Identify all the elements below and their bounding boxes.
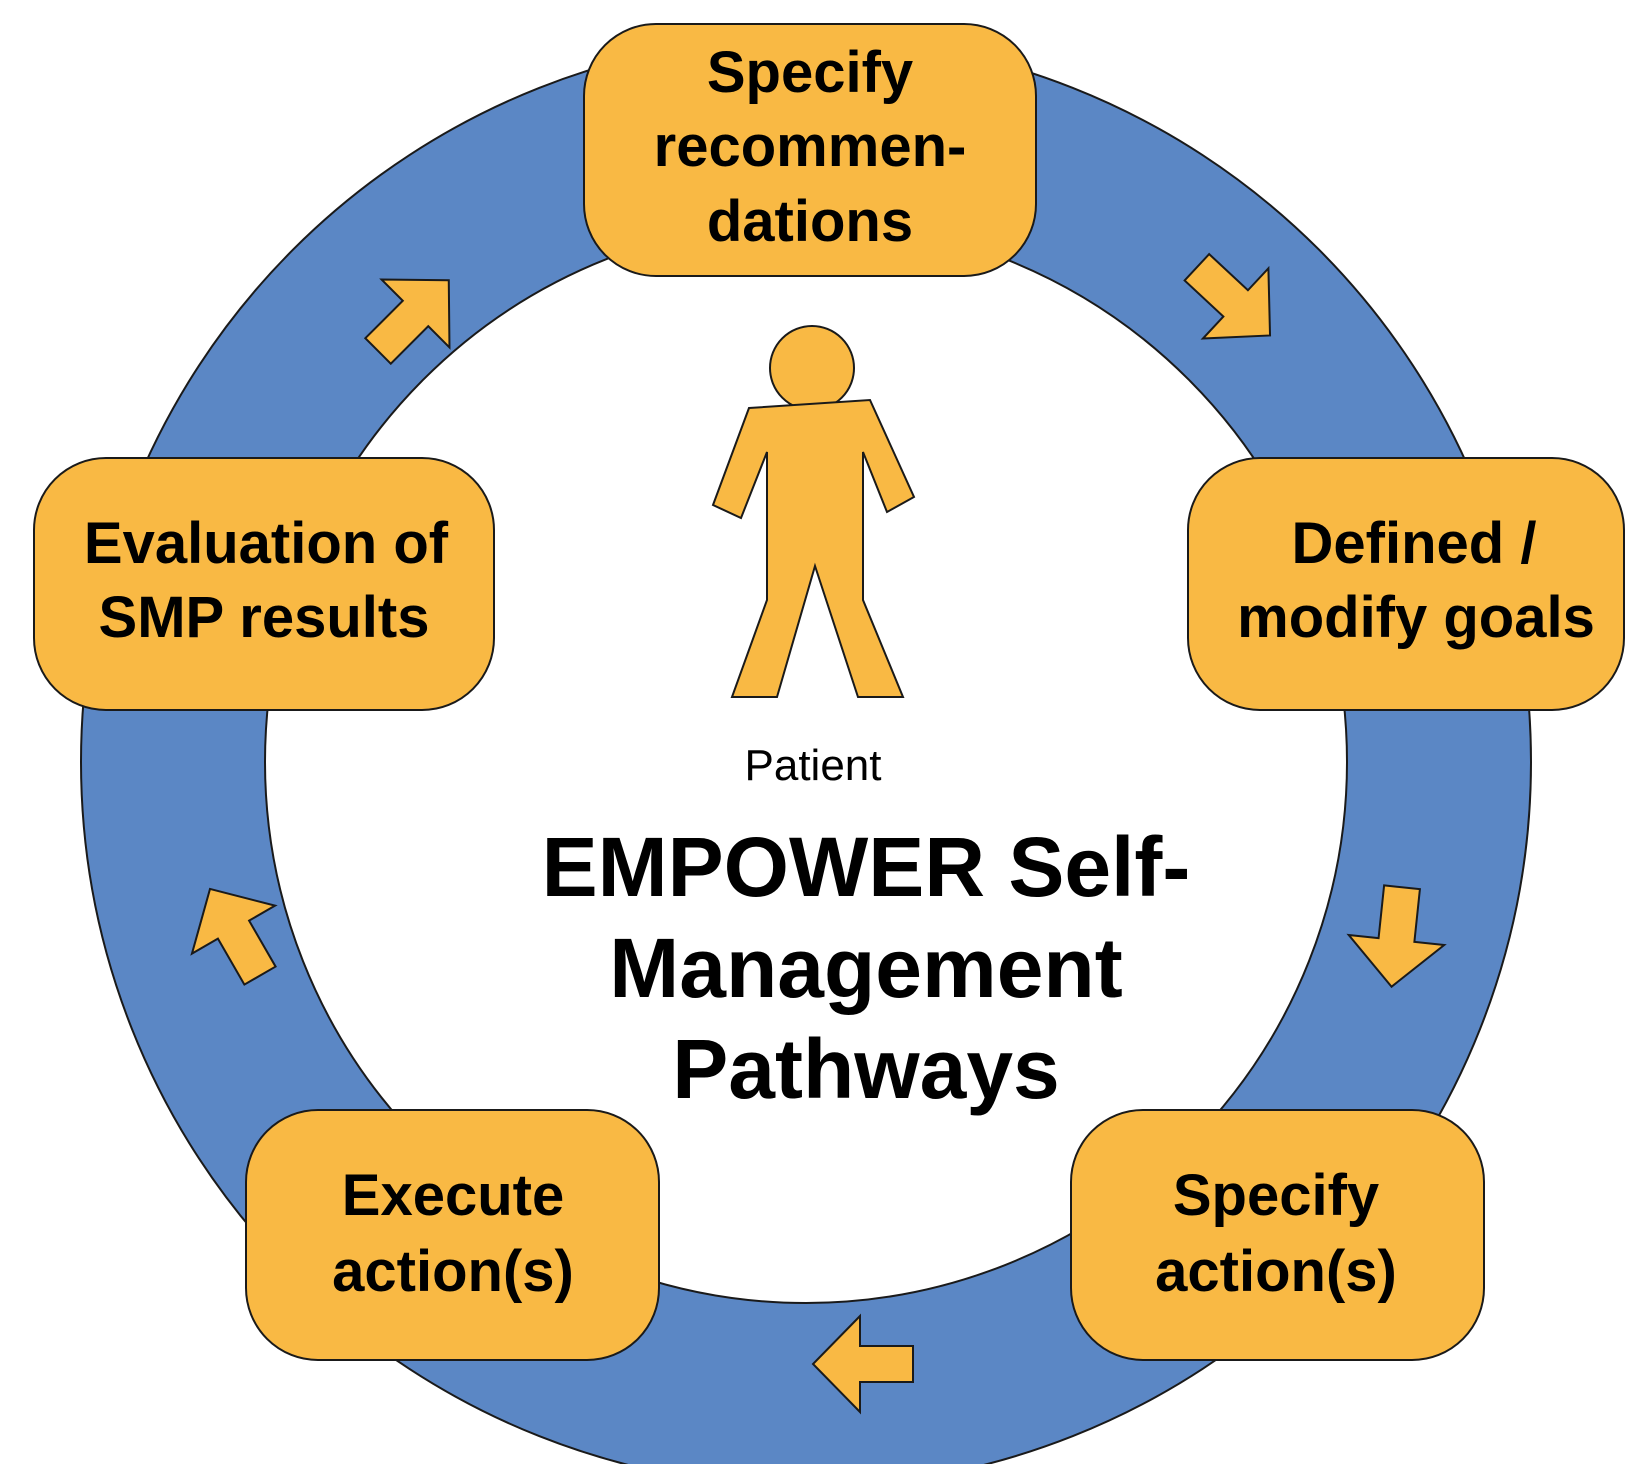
- arrow-icon: [1183, 252, 1272, 340]
- step-label-line: Defined /: [1292, 511, 1537, 576]
- figure-label: Patient: [745, 741, 882, 790]
- step-box-recommendations: Specify recommen- dations: [583, 23, 1037, 277]
- diagram-title-line-2: Management: [609, 921, 1122, 1015]
- step-label-line: Specify: [1173, 1163, 1379, 1228]
- step-box-specify-actions: Specify action(s): [1070, 1109, 1485, 1361]
- arrow-icon: [363, 278, 451, 366]
- step-label-line: action(s): [332, 1239, 574, 1304]
- step-box-evaluation: Evaluation of SMP results: [33, 457, 495, 711]
- diagram-title-line-3: Pathways: [672, 1022, 1060, 1116]
- step-label-line: Evaluation of: [84, 511, 449, 576]
- step-label-line: action(s): [1155, 1239, 1397, 1304]
- step-box-execute-actions: Execute action(s): [245, 1109, 660, 1361]
- step-box-goals: Defined / modify goals: [1187, 457, 1625, 711]
- step-label-line: Specify: [707, 40, 913, 105]
- arrow-icon: [190, 887, 278, 986]
- step-label-line: dations: [707, 189, 913, 254]
- step-label-line: SMP results: [99, 585, 430, 650]
- person-icon: [711, 325, 916, 698]
- step-label-line: recommen-: [654, 114, 967, 179]
- arrow-icon: [1346, 884, 1447, 989]
- step-label-line: modify goals: [1237, 585, 1595, 650]
- step-label-line: Execute: [342, 1163, 564, 1228]
- diagram-title-line-1: EMPOWER Self-: [542, 820, 1191, 914]
- arrow-icon: [811, 1313, 914, 1415]
